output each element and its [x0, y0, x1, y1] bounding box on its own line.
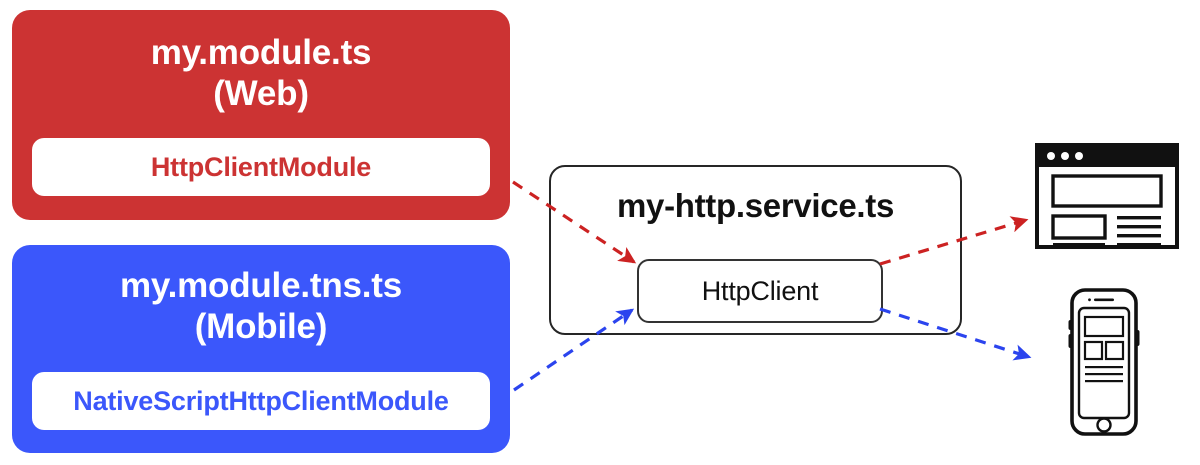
httpclient-box[interactable]: HttpClient — [637, 259, 883, 323]
module-card-web[interactable]: my.module.ts (Web) HttpClientModule — [12, 10, 510, 220]
module-card-mobile[interactable]: my.module.tns.ts (Mobile) NativeScriptHt… — [12, 245, 510, 453]
mobile-phone-icon[interactable] — [1058, 286, 1150, 438]
module-card-mobile-title: my.module.tns.ts (Mobile) — [119, 266, 403, 346]
service-title: my-http.service.ts — [616, 187, 895, 224]
browser-window-icon[interactable] — [1034, 142, 1180, 250]
module-card-mobile-pill[interactable]: NativeScriptHttpClientModule — [32, 372, 490, 430]
module-card-web-title: my.module.ts (Web) — [150, 33, 372, 113]
module-card-web-pill[interactable]: HttpClientModule — [32, 138, 490, 196]
service-box[interactable]: my-http.service.ts HttpClient — [549, 165, 962, 335]
